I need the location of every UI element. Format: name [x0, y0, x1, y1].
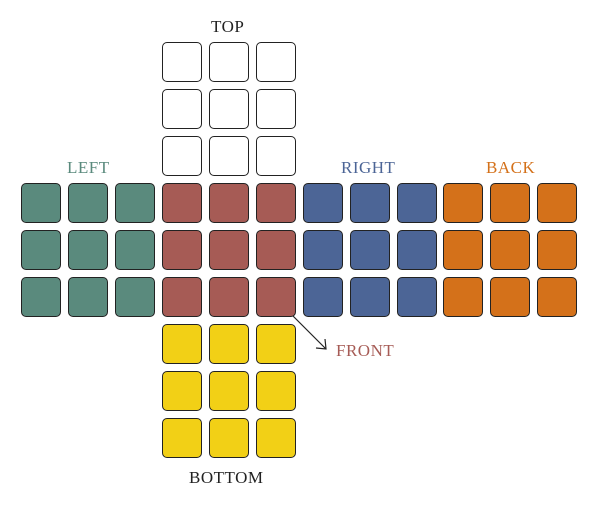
front-tile — [256, 277, 296, 317]
top-tile — [209, 42, 249, 82]
bottom-tile — [209, 324, 249, 364]
front-tile — [256, 230, 296, 270]
front-tile — [162, 277, 202, 317]
left-tile — [115, 230, 155, 270]
back-tile — [490, 277, 530, 317]
label-front: FRONT — [336, 341, 395, 360]
bottom-tile — [162, 324, 202, 364]
label-back: BACK — [486, 158, 536, 177]
right-tile — [303, 277, 343, 317]
back-tile — [537, 277, 577, 317]
left-tile — [21, 183, 61, 223]
left-tile — [68, 277, 108, 317]
left-tile — [115, 277, 155, 317]
front-tile — [162, 183, 202, 223]
front-tile — [209, 277, 249, 317]
bottom-tile — [256, 324, 296, 364]
right-tile — [350, 277, 390, 317]
back-tile — [443, 230, 483, 270]
top-tile — [162, 136, 202, 176]
left-tile — [115, 183, 155, 223]
back-tile — [537, 230, 577, 270]
bottom-tile — [209, 418, 249, 458]
bottom-tile — [256, 371, 296, 411]
top-tile — [209, 136, 249, 176]
label-bottom: BOTTOM — [189, 468, 264, 487]
top-tile — [162, 89, 202, 129]
back-tile — [443, 183, 483, 223]
bottom-tile — [162, 418, 202, 458]
front-tile — [209, 230, 249, 270]
right-tile — [350, 183, 390, 223]
right-tile — [397, 230, 437, 270]
back-tile — [490, 230, 530, 270]
back-tile — [443, 277, 483, 317]
front-tile — [162, 230, 202, 270]
back-tile — [490, 183, 530, 223]
left-tile — [68, 230, 108, 270]
left-tile — [21, 277, 61, 317]
bottom-tile — [162, 371, 202, 411]
label-right: RIGHT — [341, 158, 396, 177]
right-tile — [397, 183, 437, 223]
left-tile — [21, 230, 61, 270]
label-left: LEFT — [67, 158, 110, 177]
top-tile — [256, 136, 296, 176]
top-tile — [256, 42, 296, 82]
label-top: TOP — [211, 17, 245, 36]
right-tile — [397, 277, 437, 317]
left-tile — [68, 183, 108, 223]
top-tile — [209, 89, 249, 129]
bottom-tile — [209, 371, 249, 411]
back-tile — [537, 183, 577, 223]
bottom-tile — [256, 418, 296, 458]
front-tile — [256, 183, 296, 223]
right-tile — [303, 230, 343, 270]
top-tile — [256, 89, 296, 129]
top-tile — [162, 42, 202, 82]
right-tile — [350, 230, 390, 270]
right-tile — [303, 183, 343, 223]
front-tile — [209, 183, 249, 223]
